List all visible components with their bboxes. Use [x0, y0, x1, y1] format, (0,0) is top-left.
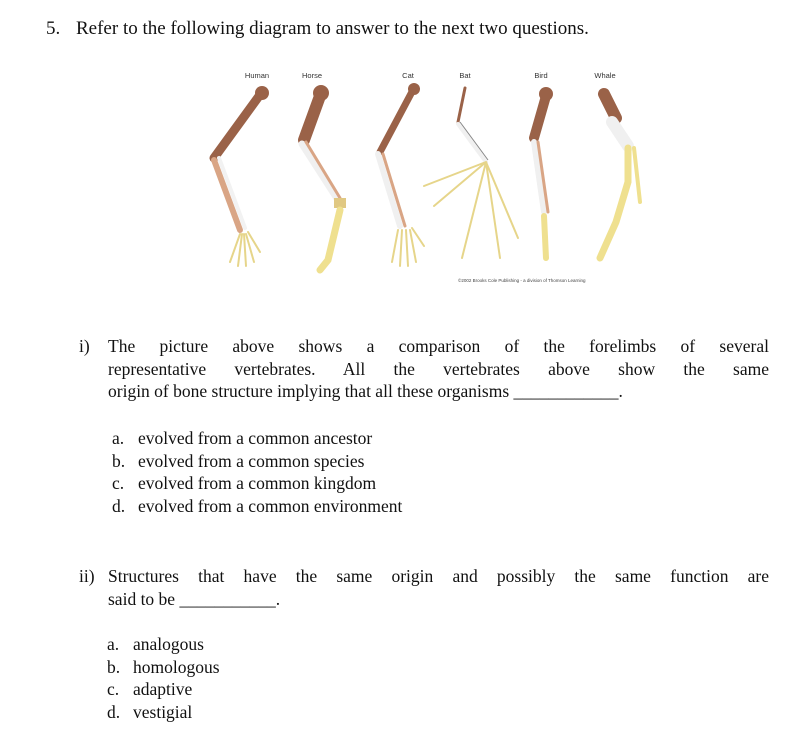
question-text: Refer to the following diagram to answer… — [76, 18, 589, 39]
option-text: evolved from a common environment — [138, 495, 403, 516]
option-letter: c. — [112, 473, 125, 493]
part-i-option-c: c. evolved from a common kingdom — [112, 472, 376, 495]
part-ii-option-a: a. analogous — [107, 633, 204, 656]
option-text: adaptive — [133, 679, 193, 699]
option-letter: c. — [107, 679, 120, 699]
part-ii-numeral: ii) — [79, 566, 95, 586]
part-i-option-d: d. evolved from a common environment — [112, 495, 402, 518]
part-i-answer-blank: ____________. — [513, 381, 623, 401]
option-text: evolved from a common kingdom — [138, 473, 377, 493]
question-number: 5. — [46, 18, 61, 39]
part-ii-answer-blank: ___________. — [179, 588, 281, 609]
copyright-credit: ©2002 Brooks Cole Publishing - a divisio… — [458, 277, 586, 283]
part-ii-option-c: c. adaptive — [107, 678, 192, 701]
question-header: 5. Refer to the following diagram to answ… — [46, 18, 589, 40]
option-letter: d. — [107, 701, 121, 722]
bird-forelimb — [529, 87, 553, 261]
part-i-line-2: representative vertebrates. All the vert… — [108, 358, 769, 379]
part-i-option-b: b. evolved from a common species — [112, 450, 364, 473]
option-text: evolved from a common species — [138, 450, 365, 471]
label-bird: Bird — [534, 71, 547, 80]
option-letter: b. — [107, 656, 121, 677]
part-i-line-3: origin of bone structure implying that a… — [108, 380, 769, 403]
human-forelimb — [209, 86, 269, 267]
part-ii-line-1: Structures that have the same origin and… — [108, 566, 769, 586]
part-ii-line-2-text: said to be — [108, 588, 176, 609]
whale-flipper — [596, 88, 642, 262]
label-whale: Whale — [594, 71, 615, 80]
option-letter: a. — [112, 428, 125, 448]
option-letter: a. — [107, 634, 120, 654]
bat-forelimb — [423, 86, 519, 259]
cat-forelimb — [375, 83, 425, 267]
label-bat: Bat — [459, 71, 471, 80]
option-text: evolved from a common ancestor — [138, 428, 373, 448]
part-i-numeral: i) — [79, 336, 90, 356]
part-i-line-3-text: origin of bone structure implying that a… — [108, 381, 510, 401]
horse-forelimb — [298, 85, 346, 274]
part-ii-option-d: d. vestigial — [107, 701, 192, 724]
option-text: vestigial — [133, 701, 193, 722]
option-letter: d. — [112, 495, 126, 516]
option-text: analogous — [133, 634, 204, 654]
forelimb-diagram: Human Horse Cat Bat Bird Whale — [209, 71, 642, 283]
part-ii-option-b: b. homologous — [107, 656, 220, 679]
part-ii-line-2: said to be ___________. — [108, 588, 769, 611]
label-cat: Cat — [402, 71, 415, 80]
label-human: Human — [245, 71, 269, 80]
label-horse: Horse — [302, 71, 322, 80]
option-letter: b. — [112, 450, 126, 471]
option-text: homologous — [133, 656, 220, 677]
part-i-option-a: a. evolved from a common ancestor — [112, 427, 372, 450]
part-i-line-1: The picture above shows a comparison of … — [108, 336, 769, 356]
